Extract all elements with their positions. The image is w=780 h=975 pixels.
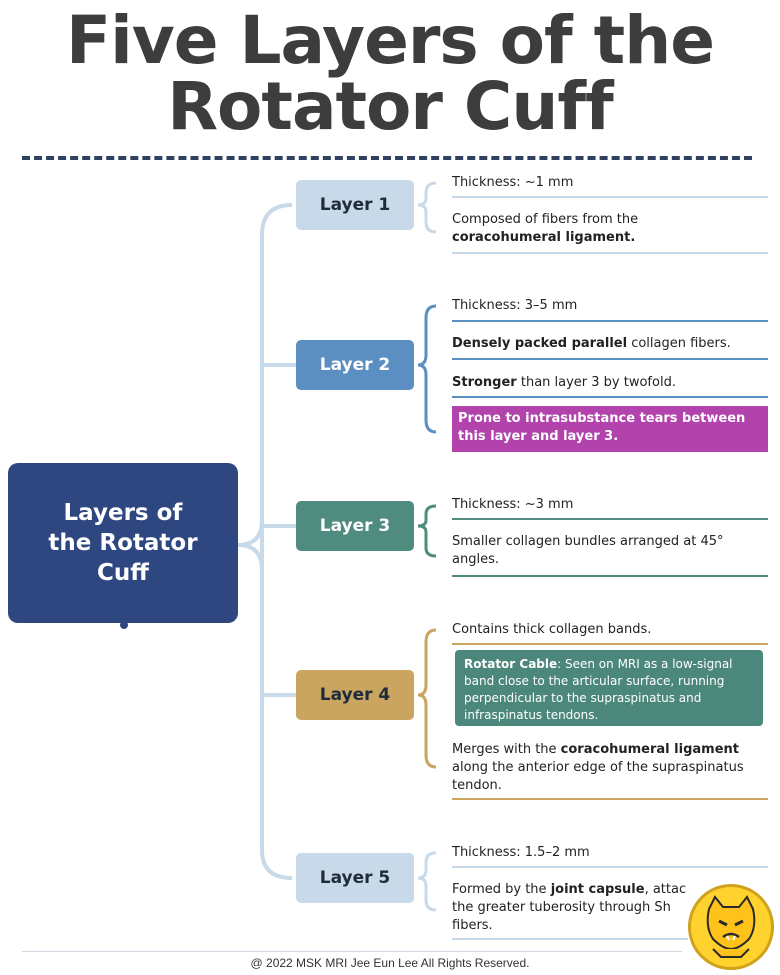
layer-4-node: Layer 4 [296, 670, 414, 720]
layer-5-label: Layer 5 [319, 868, 391, 888]
layer-1-desc-bold: coracohumeral ligament. [452, 230, 636, 245]
layer-5-desc-bold: joint capsule [550, 882, 645, 897]
layer-2-rule-3 [452, 396, 768, 398]
layer-3-thickness: Thickness: ~3 mm [452, 497, 574, 512]
layer-3-label: Layer 3 [319, 516, 391, 536]
layer-2-rule-2 [452, 358, 768, 360]
brace-layer1 [417, 181, 437, 234]
central-node-dot [120, 621, 128, 629]
layer-2-thickness: Thickness: 3–5 mm [452, 298, 578, 313]
layer-4-label: Layer 4 [319, 685, 391, 705]
central-node: Layers of the Rotator Cuff [8, 463, 238, 623]
layer-1-desc-text: Composed of fibers from the [452, 212, 639, 227]
layer-2-warning: Prone to intrasubstance tears between th… [452, 406, 768, 452]
layer-1-label: Layer 1 [319, 195, 391, 215]
trunk-branch-top [237, 519, 264, 547]
layer-3-rule-2 [452, 575, 768, 577]
layer-2-item-2-bold: Stronger [452, 375, 517, 390]
trunk-branch-bottom [237, 543, 264, 571]
layer-2-item-1-text: collagen fibers. [627, 336, 731, 351]
layer-4-merge-text-c: along the anterior edge of the supraspin… [452, 760, 744, 793]
trunk-line [260, 203, 293, 880]
title-line-1: Five Layers of the [66, 2, 715, 79]
layer-5-description: Formed by the joint capsule, attac the g… [452, 881, 692, 935]
layer-3-description: Smaller collagen bundles arranged at 45°… [452, 534, 724, 567]
layer-5-rule-2 [452, 938, 688, 940]
brace-layer4 [417, 628, 437, 769]
layer-4-rule-2 [452, 798, 768, 800]
layer-4-contains: Contains thick collagen bands. [452, 622, 652, 637]
layer-1-rule-1 [452, 196, 768, 198]
layer-5-desc-a: Formed by the [452, 882, 551, 897]
cat-logo-icon [688, 884, 774, 970]
layer-1-thickness: Thickness: ~1 mm [452, 175, 574, 190]
brace-layer2 [417, 304, 437, 434]
brace-layer3 [417, 504, 437, 558]
layer-3-node: Layer 3 [296, 501, 414, 551]
title-divider [22, 156, 752, 160]
layer-5-rule-1 [452, 866, 768, 868]
layer-4-merge-text-a: Merges with the [452, 742, 561, 757]
rotator-cable-callout: Rotator Cable: Seen on MRI as a low-sign… [455, 650, 763, 726]
layer-2-item-1: Densely packed parallel collagen fibers. [452, 335, 768, 353]
rotator-cable-title: Rotator Cable [464, 657, 558, 671]
layer-4-rule-1 [452, 643, 768, 645]
layer-4-merge: Merges with the coracohumeral ligament a… [452, 741, 768, 795]
layer-2-label: Layer 2 [319, 355, 391, 375]
rotator-cable-text: : Seen on MRI as a low-signal band close… [464, 657, 733, 722]
layer-2-item-1-bold: Densely packed parallel [452, 336, 628, 351]
layer-5-desc-e: fibers. [452, 918, 493, 933]
layer-5-thickness: Thickness: 1.5–2 mm [452, 845, 590, 860]
layer-1-rule-2 [452, 252, 768, 254]
layer-2-item-2: Stronger than layer 3 by twofold. [452, 374, 768, 392]
copyright-footer: @ 2022 MSK MRI Jee Eun Lee All Rights Re… [250, 956, 530, 970]
layer-5-desc-c: , attac [644, 882, 687, 897]
title-line-2: Rotator Cuff [167, 68, 614, 145]
page-title: Five Layers of the Rotator Cuff [0, 8, 780, 140]
layer-4-merge-bold: coracohumeral ligament [560, 742, 739, 757]
layer-2-item-2-text: than layer 3 by twofold. [516, 375, 676, 390]
layer-2-node: Layer 2 [296, 340, 414, 390]
layer-5-node: Layer 5 [296, 853, 414, 903]
layer-1-description: Composed of fibers from the coracohumera… [452, 211, 768, 247]
central-label: Layers of the Rotator Cuff [48, 500, 198, 586]
layer-5-desc-d: the greater tuberosity through Sh [452, 900, 671, 915]
footer-divider [22, 951, 682, 952]
layer-1-node: Layer 1 [296, 180, 414, 230]
layer-3-rule-1 [452, 518, 768, 520]
brace-layer5 [417, 851, 437, 912]
layer-2-rule-1 [452, 320, 768, 322]
